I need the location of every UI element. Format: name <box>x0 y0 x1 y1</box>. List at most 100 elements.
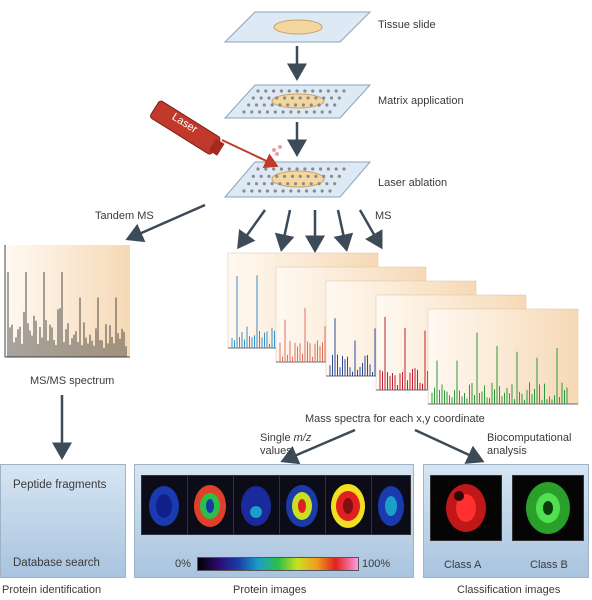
label-scale-min: 0% <box>175 558 191 570</box>
matrix-dots <box>242 89 346 114</box>
matrix-spot <box>309 103 313 107</box>
matrix-spot <box>317 182 321 186</box>
matrix-spot <box>314 96 318 100</box>
matrix-spot <box>326 167 330 171</box>
matrix-spot <box>295 89 299 93</box>
matrix-spot <box>281 189 285 193</box>
label-mass-spectra: Mass spectra for each x,y coordinate <box>305 413 485 425</box>
protein-image-slice <box>187 475 234 535</box>
matrix-spot <box>293 182 298 186</box>
protein-image-slice <box>141 475 188 535</box>
matrix-spot <box>283 174 287 178</box>
matrix-spot <box>259 174 263 178</box>
matrix-spot <box>304 189 309 193</box>
matrix-spot <box>301 103 305 107</box>
msms-spectrum-plot <box>4 245 130 358</box>
matrix-spot <box>265 110 270 114</box>
label-ms: MS <box>375 210 392 222</box>
protein-image-slice <box>279 475 326 535</box>
matrix-spot <box>306 96 310 100</box>
matrix-spot <box>286 182 290 186</box>
class-b-image <box>512 475 584 541</box>
matrix-spot <box>283 96 287 100</box>
matrix-spot <box>254 103 259 107</box>
matrix-spot <box>298 174 302 178</box>
label-laser-ablation: Laser ablation <box>378 177 448 189</box>
matrix-spot <box>326 89 330 93</box>
matrix-spot <box>267 174 271 178</box>
matrix-spot <box>275 96 279 100</box>
matrix-spot <box>242 189 246 193</box>
laser-beam <box>221 139 279 168</box>
matrix-spot <box>303 167 307 171</box>
label-class-a: Class A <box>444 559 482 571</box>
matrix-spot <box>272 167 276 171</box>
ablation-slide <box>223 161 372 198</box>
matrix-spot <box>311 167 315 171</box>
ablation-particle <box>275 152 279 156</box>
matrix-spot <box>278 182 282 186</box>
matrix-spot <box>262 103 266 107</box>
matrix-spot <box>250 110 254 114</box>
caption-classification-images: Classification images <box>457 584 561 596</box>
matrix-spot <box>289 110 293 114</box>
matrix-spot <box>311 89 315 93</box>
matrix-spot <box>320 189 324 193</box>
matrix-spot <box>317 103 321 107</box>
label-values: values <box>260 445 292 457</box>
matrix-spot <box>251 96 255 100</box>
matrix-spot <box>298 96 302 100</box>
ms-fan-arrows <box>237 209 383 253</box>
msms-peaks <box>7 272 127 357</box>
matrix-spot <box>312 189 316 193</box>
matrix-spot <box>278 103 282 107</box>
class-a-image <box>430 475 502 541</box>
matrix-spot <box>334 89 338 93</box>
matrix-spot <box>251 174 255 178</box>
matrix-spot <box>333 103 337 107</box>
matrix-spot <box>287 167 291 171</box>
matrix-spot <box>312 110 316 114</box>
matrix-spot <box>301 182 305 186</box>
matrix-spot <box>289 189 293 193</box>
matrix-spot <box>297 110 301 114</box>
intensity-colorbar <box>197 557 359 571</box>
matrix-spot <box>318 89 323 93</box>
label-tandem-ms: Tandem MS <box>95 210 154 222</box>
label-biocomputational: Biocomputational <box>487 432 572 444</box>
matrix-spot <box>279 89 284 93</box>
matrix-spot <box>258 189 262 193</box>
protein-image-slice <box>233 475 280 535</box>
matrix-spot <box>264 89 268 93</box>
matrix-spot <box>256 167 260 171</box>
label-class-b: Class B <box>530 559 568 571</box>
protein-images-panel: 0% 100% <box>134 464 414 578</box>
matrix-spot <box>325 103 329 107</box>
matrix-spot <box>272 89 276 93</box>
matrix-spot <box>264 167 268 171</box>
matrix-spot <box>286 103 290 107</box>
matrix-spot <box>309 182 313 186</box>
matrix-spot <box>322 96 326 100</box>
caption-protein-identification: Protein identification <box>2 584 102 596</box>
matrix-spot <box>303 89 307 93</box>
matrix-spot <box>256 89 260 93</box>
matrix-spot <box>259 96 263 100</box>
matrix-spot <box>247 182 251 186</box>
matrix-spot <box>258 110 262 114</box>
matrix-spot <box>279 167 284 171</box>
protein-identification-panel: Peptide fragments Database search <box>0 464 126 578</box>
matrix-spot <box>329 96 334 100</box>
label-peptide-fragments: Peptide fragments <box>13 479 107 491</box>
spectra-stack <box>227 252 579 405</box>
protein-image-slice <box>325 475 372 535</box>
matrix-spot <box>290 174 295 178</box>
matrix-spot <box>342 167 346 171</box>
ablation-particle <box>278 145 282 149</box>
matrix-spot <box>328 110 332 114</box>
tissue-slide <box>223 11 372 43</box>
arrow-to-protein-images <box>280 428 356 465</box>
matrix-spot <box>270 182 274 186</box>
matrix-spot <box>322 174 326 178</box>
